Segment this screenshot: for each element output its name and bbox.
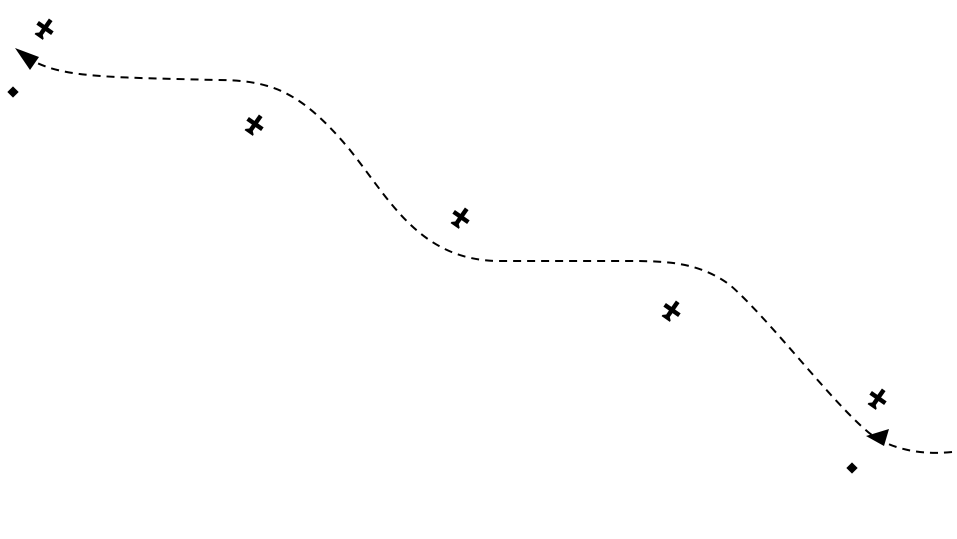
airplane-icon [447,203,475,232]
airplane-icon [31,14,59,43]
airplane-icon [864,384,892,413]
arrowhead-icon [866,429,889,446]
arrowhead-icon [15,48,39,70]
airplane-icon [658,296,686,325]
diamond-dot-icon [7,86,19,98]
route-path-line [27,57,953,454]
airplane-icon [241,110,269,139]
diamond-dot-icon [846,462,858,474]
